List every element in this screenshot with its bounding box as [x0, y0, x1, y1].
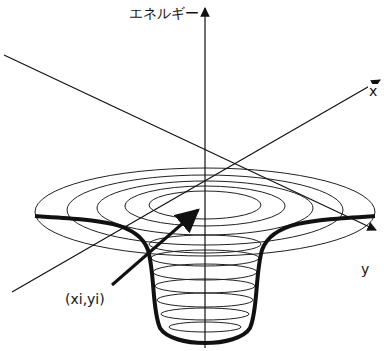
energy-axis: [204, 8, 205, 348]
axes: [4, 8, 380, 348]
axis-label: y: [360, 262, 370, 277]
point-label: (xi,yi): [64, 292, 106, 307]
pointer-arrow: [112, 210, 198, 285]
axis-label: エネルギー: [128, 6, 200, 21]
axis-label: x: [368, 84, 378, 99]
y-axis: [4, 55, 376, 230]
x-axis: [12, 80, 380, 292]
